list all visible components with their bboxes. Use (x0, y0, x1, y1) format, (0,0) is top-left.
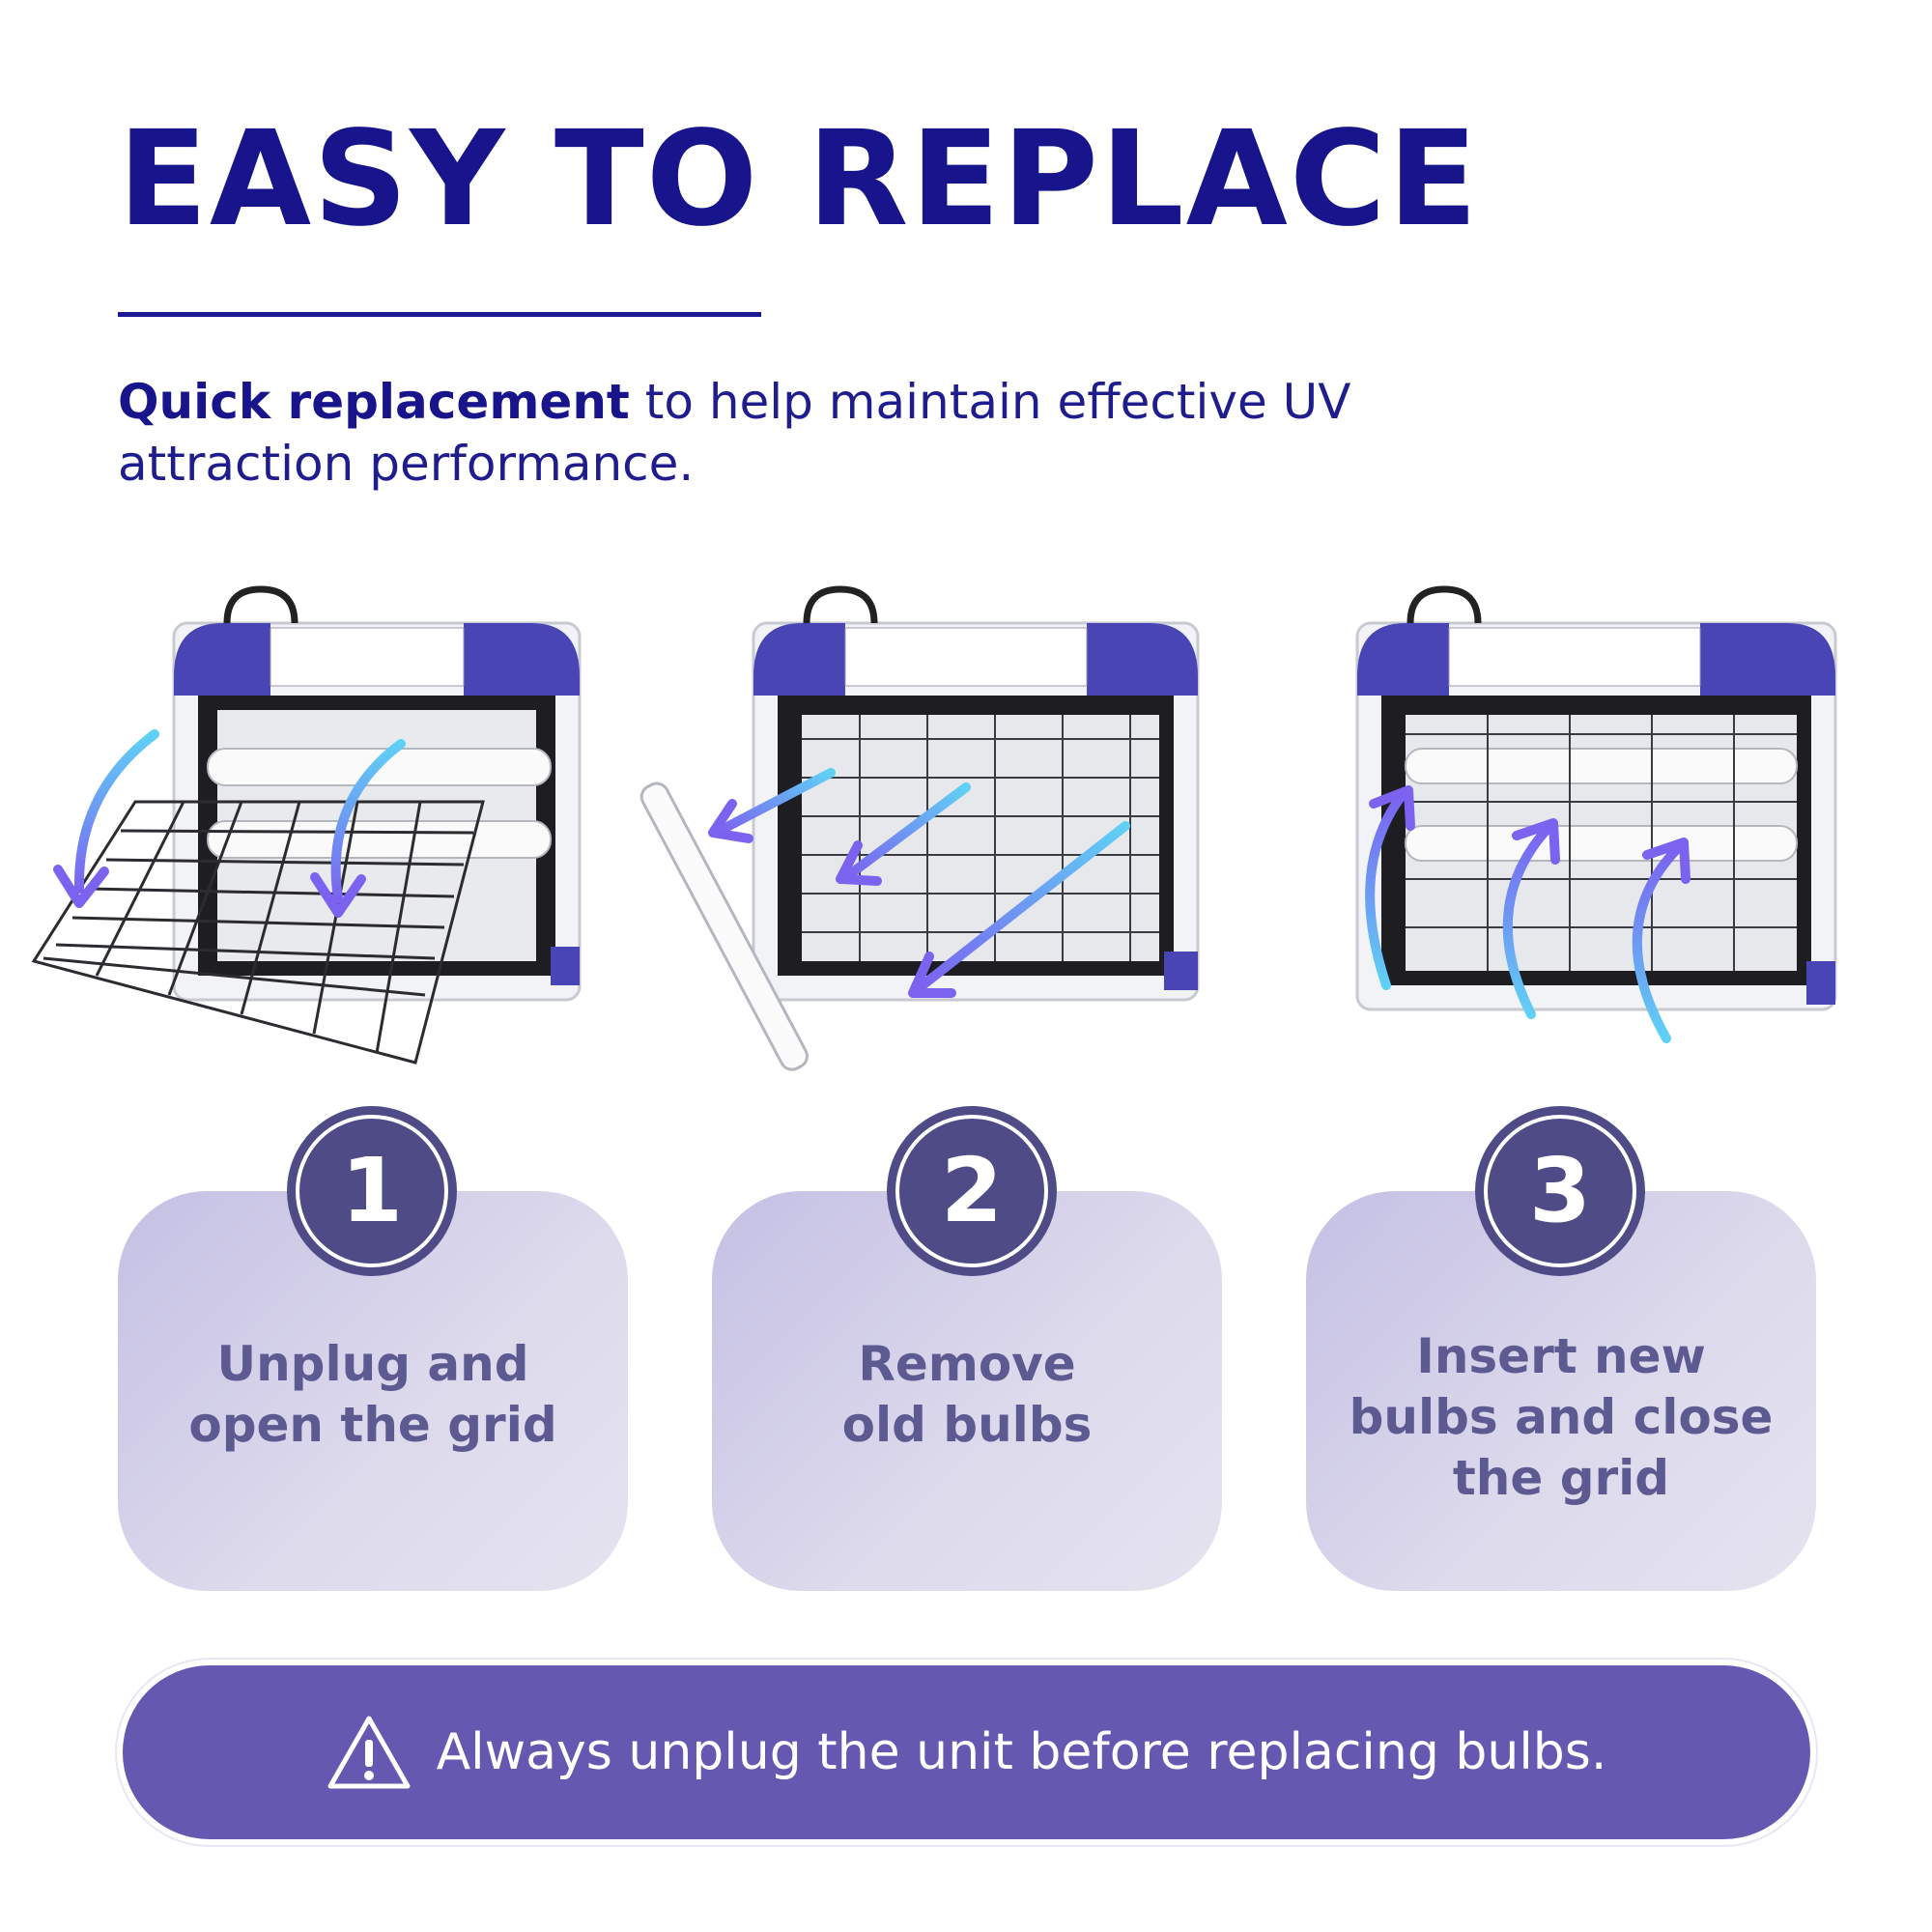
uv-bulb (639, 781, 809, 1071)
warning-banner-outline (115, 1658, 1818, 1847)
page-title: EASY TO REPLACE (118, 103, 1480, 256)
step-3-line-3: the grid (1452, 1450, 1670, 1506)
step-number-badge-3: 3 (1475, 1106, 1645, 1276)
step-3-line-1: Insert new (1416, 1328, 1706, 1384)
bug-zapper-device (1355, 585, 1837, 1011)
warning-triangle-icon (327, 1716, 411, 1789)
step-3-text: Insert new bulbs and close the grid (1306, 1326, 1816, 1509)
step-2-line-2: old bulbs (841, 1397, 1093, 1453)
remove-arrow-icon (836, 782, 971, 886)
insert-arrow-icon (1502, 818, 1560, 1019)
subtitle-text: to help maintain effective UV attraction… (118, 374, 1351, 492)
subtitle-emphasis: Quick replacement (118, 374, 630, 430)
step-1-line-2: open the grid (188, 1397, 557, 1453)
insert-arrow-icon (1632, 838, 1690, 1043)
step-2-illustration (639, 585, 1200, 1071)
step-number-3: 3 (1528, 1139, 1591, 1242)
grid-panel (31, 800, 485, 1065)
step-number-1: 1 (340, 1139, 403, 1242)
down-arrow-icon (310, 739, 406, 918)
bug-zapper-device (172, 585, 582, 1002)
title-divider (118, 312, 761, 317)
warning-banner: Always unplug the unit before replacing … (123, 1665, 1810, 1839)
remove-arrow-icon (908, 821, 1130, 998)
step-number-badge-1: 1 (287, 1106, 457, 1276)
step-3-illustration (1355, 585, 1837, 1043)
step-number-2: 2 (940, 1139, 1003, 1242)
step-card-2: Remove old bulbs (712, 1191, 1222, 1591)
step-2-text: Remove old bulbs (712, 1334, 1222, 1456)
step-1-line-1: Unplug and (216, 1336, 529, 1392)
warning-text: Always unplug the unit before replacing … (436, 1723, 1607, 1781)
bug-zapper-device (752, 585, 1200, 1002)
step-1-illustration (31, 585, 582, 1065)
down-arrow-icon (53, 729, 159, 908)
step-number-badge-2: 2 (887, 1106, 1057, 1276)
step-3-line-2: bulbs and close (1349, 1389, 1774, 1445)
insert-arrow-icon (1365, 785, 1415, 990)
remove-arrow-icon (708, 768, 836, 843)
step-1-text: Unplug and open the grid (118, 1334, 628, 1456)
subtitle: Quick replacement to help maintain effec… (118, 371, 1374, 495)
step-2-line-1: Remove (858, 1336, 1076, 1392)
